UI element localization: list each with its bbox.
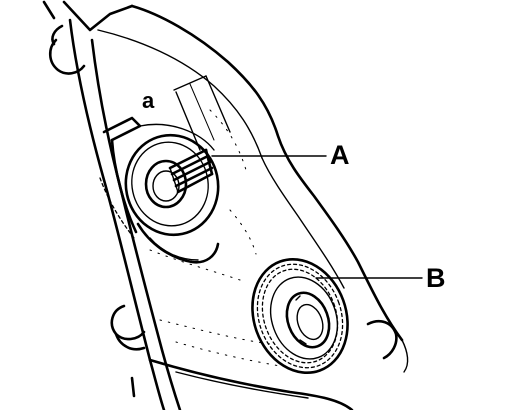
- bulb-holder-a: [99, 116, 220, 264]
- dimension-a: [173, 75, 231, 151]
- label-part-b: B: [426, 263, 446, 293]
- label-dimension-a: a: [142, 88, 155, 113]
- cover-cap-b: [251, 257, 349, 375]
- label-part-a: A: [330, 140, 350, 170]
- headlamp-housing: [42, 0, 409, 410]
